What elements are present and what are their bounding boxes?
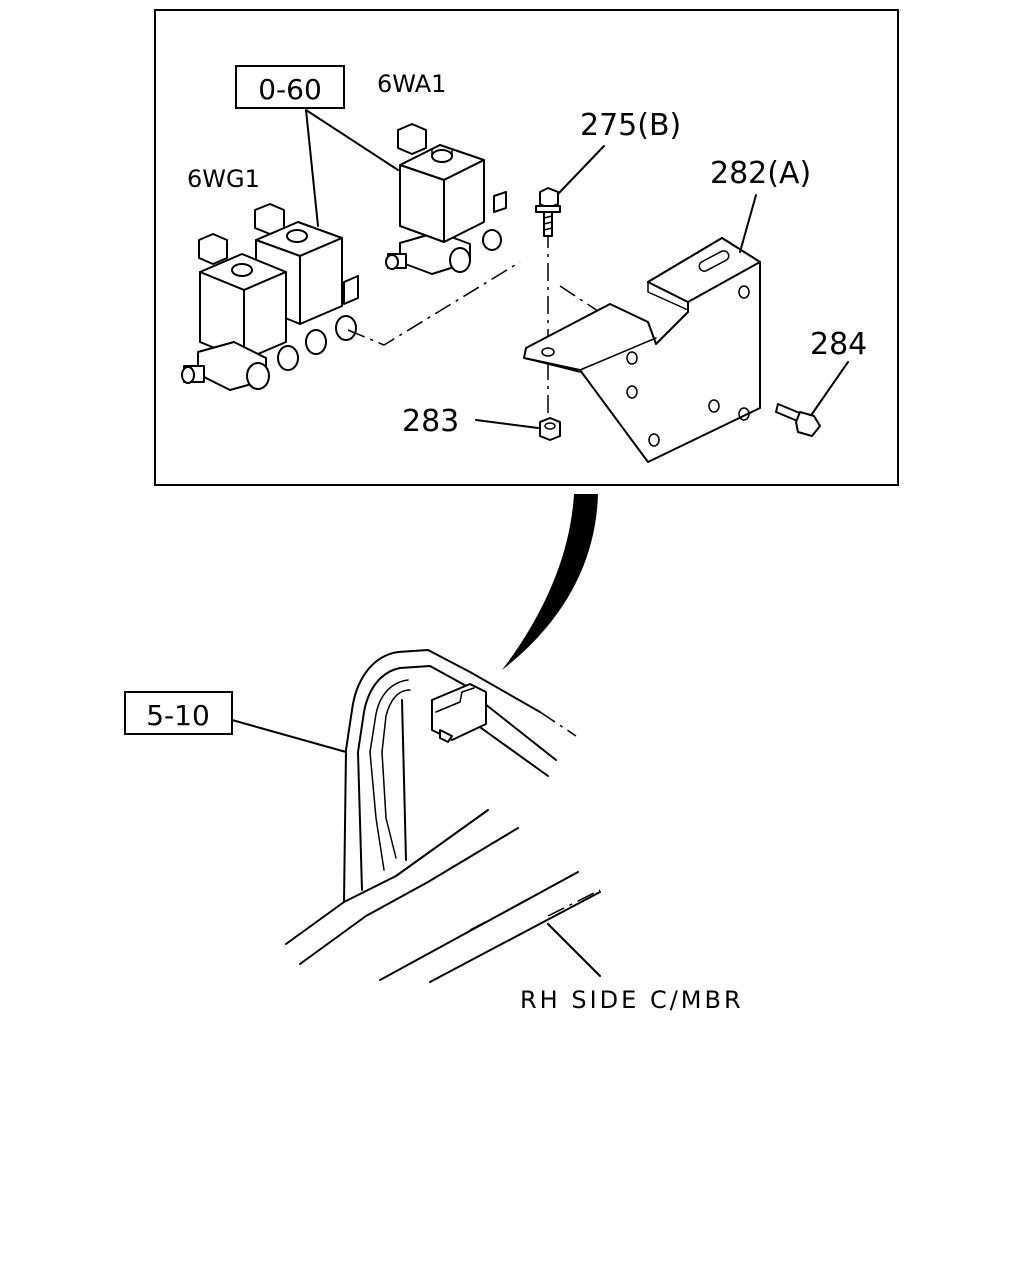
nut-283 — [539, 417, 561, 441]
bolt-284 — [775, 403, 821, 437]
label-284: 284 — [810, 327, 867, 362]
ref-box-5-10 — [124, 691, 233, 735]
detail-callout-arrow — [502, 494, 598, 670]
ref-box-0-60 — [235, 65, 345, 109]
label-282a: 282(A) — [710, 156, 811, 191]
label-6wa1: 6WA1 — [377, 70, 446, 98]
valve-upper-6wa1 — [385, 123, 507, 275]
ref-label-5-10: 5-10 — [146, 699, 210, 732]
label-rh-side-cmbr: RH SIDE C/MBR — [520, 986, 744, 1014]
chassis-frame — [285, 649, 601, 983]
bracket-282a — [523, 237, 761, 463]
ref-label-0-60: 0-60 — [258, 73, 322, 106]
detail-frame — [154, 9, 899, 486]
label-6wg1: 6WG1 — [187, 165, 260, 193]
bolt-275b — [535, 187, 561, 237]
label-283: 283 — [402, 404, 459, 439]
valve-lower-6wg1 — [181, 203, 359, 391]
label-275b: 275(B) — [580, 108, 681, 143]
